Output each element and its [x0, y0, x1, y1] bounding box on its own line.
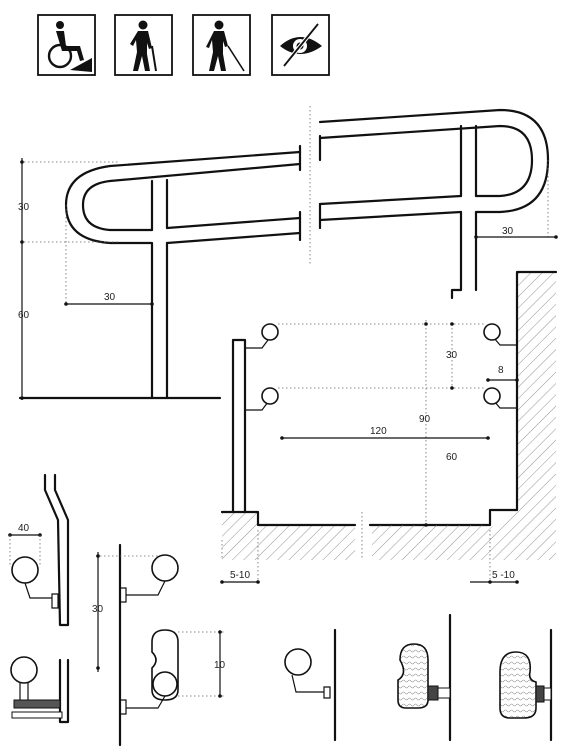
- dim-upper-rail-gap: 30: [18, 202, 30, 213]
- dim-total-height: 90: [419, 414, 431, 425]
- dim-wall-clearance: 8: [498, 365, 504, 376]
- dim-rail-extension: 30: [104, 292, 116, 303]
- icon-row: [37, 14, 330, 76]
- blind-with-white-cane-icon: [192, 14, 251, 76]
- dim-lower-height: 60: [446, 452, 458, 463]
- detail-double-rail: 30 10: [92, 543, 226, 747]
- detail-wall-rail-ramp: 40: [8, 473, 70, 627]
- ramp-handrail-elevation: 30 60 30 30: [18, 106, 558, 400]
- dim-detail-left-width: 40: [18, 523, 30, 534]
- visually-impaired-eye-icon: [271, 14, 330, 76]
- dim-detail-spacing: 30: [92, 604, 104, 615]
- detail-profiles: [284, 613, 553, 742]
- dim-end-extension: 30: [502, 226, 514, 237]
- detail-wall-rail-flat: [10, 656, 70, 724]
- wheelchair-user-icon: [37, 14, 96, 76]
- dim-lower-rail-height: 60: [18, 310, 30, 321]
- dim-passage-width: 120: [370, 426, 387, 437]
- dim-detail-profile-depth: 10: [214, 660, 226, 671]
- elderly-with-cane-icon: [114, 14, 173, 76]
- dim-top-rail-spacing: 30: [446, 350, 458, 361]
- dim-left-offset: 5-10: [230, 570, 250, 581]
- corridor-section: 30 90 60 8 120 5-10 5 -10: [220, 270, 558, 585]
- dim-right-offset: 5 -10: [492, 570, 515, 581]
